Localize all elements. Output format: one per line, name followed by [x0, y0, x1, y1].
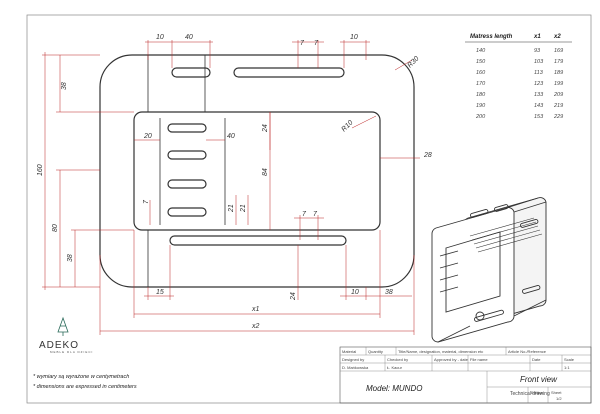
tb-sheet-value: 1/2	[556, 396, 562, 401]
dim-top-10-right: 10	[350, 34, 358, 41]
table-cell: 153	[534, 114, 544, 120]
bed-isometric-view	[431, 197, 547, 343]
dim-bot-15: 15	[156, 289, 164, 296]
ladder-slot	[167, 207, 207, 217]
dim-mid-21b: 21	[240, 204, 247, 213]
dim-mid-7-left: 7	[143, 199, 150, 204]
dim-bot-24: 24	[290, 292, 297, 301]
tb-view: Front view	[520, 375, 558, 384]
dim-top-40: 40	[185, 34, 193, 41]
table-cell: 93	[534, 48, 541, 54]
dim-left-80: 80	[52, 224, 59, 232]
dim-mid-84: 84	[262, 168, 269, 176]
top-left-slot	[171, 67, 211, 78]
table-cell: 123	[534, 81, 544, 87]
tb-quantity: Quantity	[368, 349, 383, 354]
dim-mid-7a: 7	[302, 211, 307, 218]
ladder-slot	[167, 179, 207, 189]
table-cell: 199	[554, 81, 563, 87]
dim-top-7b: 7	[314, 40, 319, 47]
tb-article: Article No./Reference	[508, 349, 547, 354]
dim-r10: R10	[340, 119, 354, 133]
dim-top-10-left: 10	[156, 34, 164, 41]
table-cell: 229	[553, 114, 563, 120]
table-cell: 169	[554, 48, 563, 54]
dim-bot-10: 10	[351, 289, 359, 296]
table-cell: 170	[476, 81, 486, 87]
dim-x1: x1	[251, 306, 260, 313]
dim-r30: R30	[406, 55, 420, 69]
table-cell: 200	[475, 114, 486, 120]
tb-date: Date	[532, 357, 541, 362]
note-english: * dimensions are expressed in centimeter…	[33, 384, 137, 390]
tb-edition: Edition	[531, 390, 543, 395]
logo-name: ADEKO	[39, 340, 79, 351]
table-cell: 103	[534, 59, 544, 65]
tb-material: Material	[342, 349, 356, 354]
tb-approved-by: Approved by - date	[434, 357, 469, 362]
table-header-x1: x1	[533, 34, 541, 40]
tb-designer: D. Mańkowska	[342, 365, 369, 370]
table-cell: 143	[534, 103, 544, 109]
bottom-slot	[169, 235, 347, 246]
inner-opening	[133, 111, 381, 231]
tb-checked-by: Checked by	[387, 357, 408, 362]
tb-file-name: File name	[470, 357, 488, 362]
table-cell: 133	[534, 92, 544, 98]
dim-mid-7b: 7	[313, 211, 318, 218]
title-block: Material Quantity Title/Name, designatio…	[339, 346, 592, 404]
dim-x2: x2	[251, 323, 260, 330]
logo-tagline: MEBLE DLA DZIECI	[50, 350, 93, 354]
table-cell: 209	[553, 92, 563, 98]
table-header-x2: x2	[553, 34, 561, 40]
note-polish: * wymiary są wyrażone w centymetrach	[33, 374, 129, 380]
table-cell: 190	[476, 103, 486, 109]
tb-kind: Technical drawing	[510, 391, 550, 397]
ladder-slot	[167, 123, 207, 133]
tb-checker: Ł. Kacur	[387, 365, 403, 370]
ladder-slot	[167, 150, 207, 160]
dim-mid-40: 40	[227, 133, 235, 140]
dim-mid-21a: 21	[228, 204, 235, 213]
outer-frame	[99, 54, 415, 288]
table-cell: 219	[553, 103, 563, 109]
table-cell: 113	[534, 70, 544, 76]
bed-front-view	[99, 54, 415, 288]
table-cell: 180	[476, 92, 486, 98]
dimension-labels: 10 40 7 7 10 R30 R10 38 160 80 38 20 40 …	[37, 34, 432, 330]
table-cell: 140	[476, 48, 486, 54]
tb-sheet: Sheet	[551, 390, 562, 395]
dim-mid-20: 20	[143, 133, 152, 140]
dim-mid-28: 28	[423, 152, 432, 159]
dim-left-38-top: 38	[61, 82, 68, 90]
dimension-lines	[42, 40, 420, 335]
tb-title-name: Title/Name, designation, material, dimen…	[398, 349, 483, 354]
tb-scale: Scale	[564, 357, 575, 362]
tb-model: Model: MUNDO	[366, 384, 422, 393]
dim-left-38-bottom: 38	[67, 254, 74, 262]
tb-scale-value: 1:1	[564, 365, 570, 370]
table-cell: 179	[554, 59, 563, 65]
top-right-slot	[233, 67, 345, 78]
tree-icon	[57, 316, 69, 333]
table-header-length: Matress length	[470, 34, 513, 40]
adeko-logo: ADEKO MEBLE DLA DZIECI	[39, 316, 93, 354]
dim-left-160: 160	[37, 164, 44, 176]
page-border	[26, 14, 592, 404]
dim-bot-38: 38	[385, 289, 393, 296]
dim-top-7a: 7	[300, 40, 305, 47]
size-table: Matress length x1 x2 140 93 169 150 103 179 16…	[465, 34, 572, 120]
dim-mid-24-top: 24	[262, 124, 269, 133]
table-cell: 160	[476, 70, 486, 76]
tb-designed-by: Designed by	[342, 357, 364, 362]
table-cell: 189	[554, 70, 563, 76]
table-cell: 150	[476, 59, 486, 65]
